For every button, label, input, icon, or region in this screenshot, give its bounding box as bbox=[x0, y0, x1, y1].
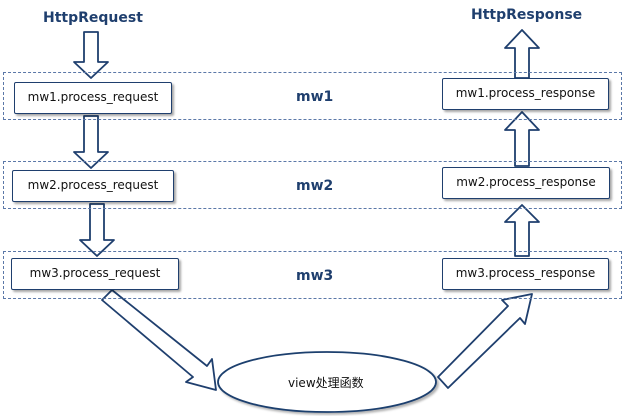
arrow-mw2-to-mw1 bbox=[504, 111, 540, 167]
arrow-mw2-to-mw3 bbox=[79, 203, 115, 257]
view-ellipse bbox=[217, 351, 437, 413]
band-mw3 bbox=[3, 251, 622, 299]
band-label-mw3: mw3 bbox=[296, 268, 334, 284]
mw2-process-request-box: mw2.process_request bbox=[12, 170, 174, 202]
band-mw1 bbox=[3, 72, 622, 120]
view-function-label: view处理函数 bbox=[288, 376, 364, 390]
band-label-mw1: mw1 bbox=[296, 89, 334, 105]
mw1-process-request-box: mw1.process_request bbox=[14, 82, 172, 114]
http-response-title: HttpResponse bbox=[471, 7, 583, 23]
arrow-mw3-to-mw2 bbox=[504, 204, 540, 257]
arrow-mw1-to-response bbox=[504, 29, 540, 79]
arrow-request-to-mw1 bbox=[73, 31, 109, 79]
mw3-process-response-box: mw3.process_response bbox=[442, 258, 609, 290]
band-mw2 bbox=[3, 161, 622, 209]
mw1-process-response-box: mw1.process_response bbox=[442, 78, 609, 110]
arrow-view-to-mw3-response bbox=[437, 293, 533, 389]
mw3-process-request-box: mw3.process_request bbox=[11, 258, 179, 290]
http-request-title: HttpRequest bbox=[43, 10, 143, 26]
arrow-mw1-to-mw2 bbox=[73, 115, 109, 169]
band-label-mw2: mw2 bbox=[296, 178, 334, 194]
mw2-process-response-box: mw2.process_response bbox=[442, 167, 610, 199]
arrow-mw3-to-view bbox=[101, 289, 217, 391]
